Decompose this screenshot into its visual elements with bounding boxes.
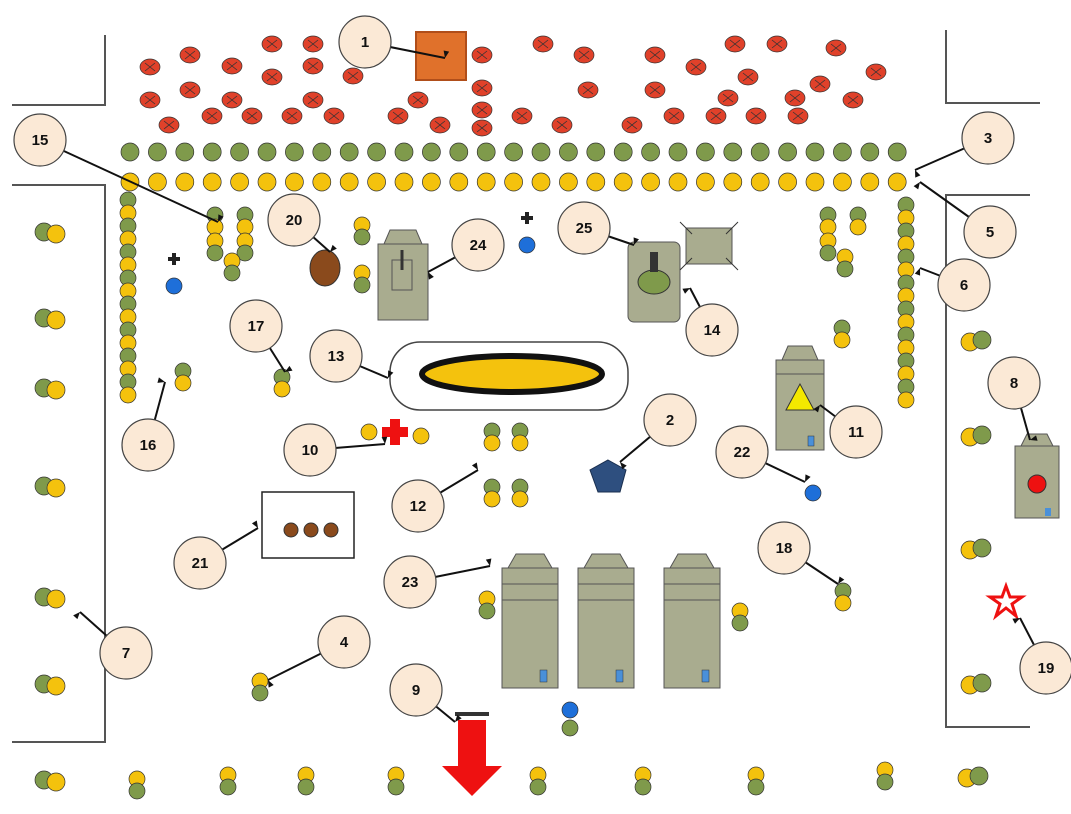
callout-label: 11 [848, 424, 864, 441]
callout-10: 10 [283, 423, 337, 477]
boundary-lines [12, 30, 1040, 743]
callout-15: 15 [13, 113, 67, 167]
left-enclosure-people [34, 222, 66, 792]
callout-label: 1 [361, 34, 369, 51]
callout-3: 3 [961, 111, 1015, 165]
callout-20: 20 [267, 193, 321, 247]
medical-markers [165, 212, 822, 502]
callout-8: 8 [987, 356, 1041, 410]
callout-label: 25 [576, 220, 593, 237]
callout-13: 13 [309, 329, 363, 383]
leader-line-15 [39, 139, 219, 223]
callout-4: 4 [317, 615, 371, 669]
bottom-row-people [128, 761, 894, 800]
callout-label: 2 [666, 412, 674, 429]
callout-label: 16 [140, 437, 157, 454]
callout-18: 18 [757, 521, 811, 575]
callout-11: 11 [829, 405, 883, 459]
callout-23: 23 [383, 555, 437, 609]
callout-19: 19 [1019, 641, 1071, 695]
callout-label: 17 [248, 318, 265, 335]
callout-24: 24 [451, 218, 505, 272]
callout-label: 10 [302, 442, 319, 459]
callout-9: 9 [389, 663, 443, 717]
callout-1: 1 [338, 15, 392, 69]
callout-label: 9 [412, 682, 420, 699]
callout-label: 21 [192, 555, 209, 572]
perimeter-right [897, 196, 915, 409]
perimeter-left [119, 191, 137, 404]
vehicle-11 [775, 345, 825, 451]
crowd-area [139, 35, 887, 137]
callout-label: 24 [470, 237, 487, 254]
right-enclosure-people [957, 330, 992, 788]
callout-label: 12 [410, 498, 427, 515]
tent-14 [679, 221, 739, 271]
callout-16: 16 [121, 418, 175, 472]
callout-25: 25 [557, 201, 611, 255]
vehicle-8 [1014, 433, 1060, 519]
box-21 [261, 491, 355, 559]
callout-label: 13 [328, 348, 345, 365]
callout-label: 22 [734, 444, 751, 461]
callout-label: 15 [32, 132, 49, 149]
callout-label: 3 [984, 130, 992, 147]
callout-label: 7 [122, 645, 130, 662]
medic-cross [360, 419, 430, 445]
interior-people [174, 206, 867, 737]
vehicle-24 [377, 229, 429, 321]
callout-5: 5 [963, 205, 1017, 259]
callout-17: 17 [229, 299, 283, 353]
callout-label: 19 [1038, 660, 1055, 677]
tank-25 [627, 241, 681, 323]
exit-arrow [442, 712, 502, 796]
callout-2: 2 [643, 393, 697, 447]
callout-bubbles: 1234567891011121314151617181920212223242… [13, 15, 1071, 717]
callout-label: 20 [286, 212, 303, 229]
brown-object [309, 249, 341, 287]
callout-label: 14 [704, 322, 721, 339]
callout-label: 8 [1010, 375, 1018, 392]
callout-14: 14 [685, 303, 739, 357]
callout-label: 5 [986, 224, 994, 241]
red-star-icon [985, 581, 1027, 621]
vehicles-23 [501, 553, 721, 689]
callout-label: 23 [402, 574, 419, 591]
podium [415, 31, 467, 81]
callout-label: 6 [960, 277, 968, 294]
blue-marker-icon [804, 484, 822, 502]
callout-label: 4 [340, 634, 349, 651]
callout-7: 7 [99, 626, 153, 680]
callout-6: 6 [937, 258, 991, 312]
pentagon-object [589, 459, 627, 493]
perimeter-top [120, 142, 907, 192]
callout-label: 18 [776, 540, 793, 557]
callout-21: 21 [173, 536, 227, 590]
callout-22: 22 [715, 425, 769, 479]
callout-12: 12 [391, 479, 445, 533]
stage [389, 341, 629, 411]
